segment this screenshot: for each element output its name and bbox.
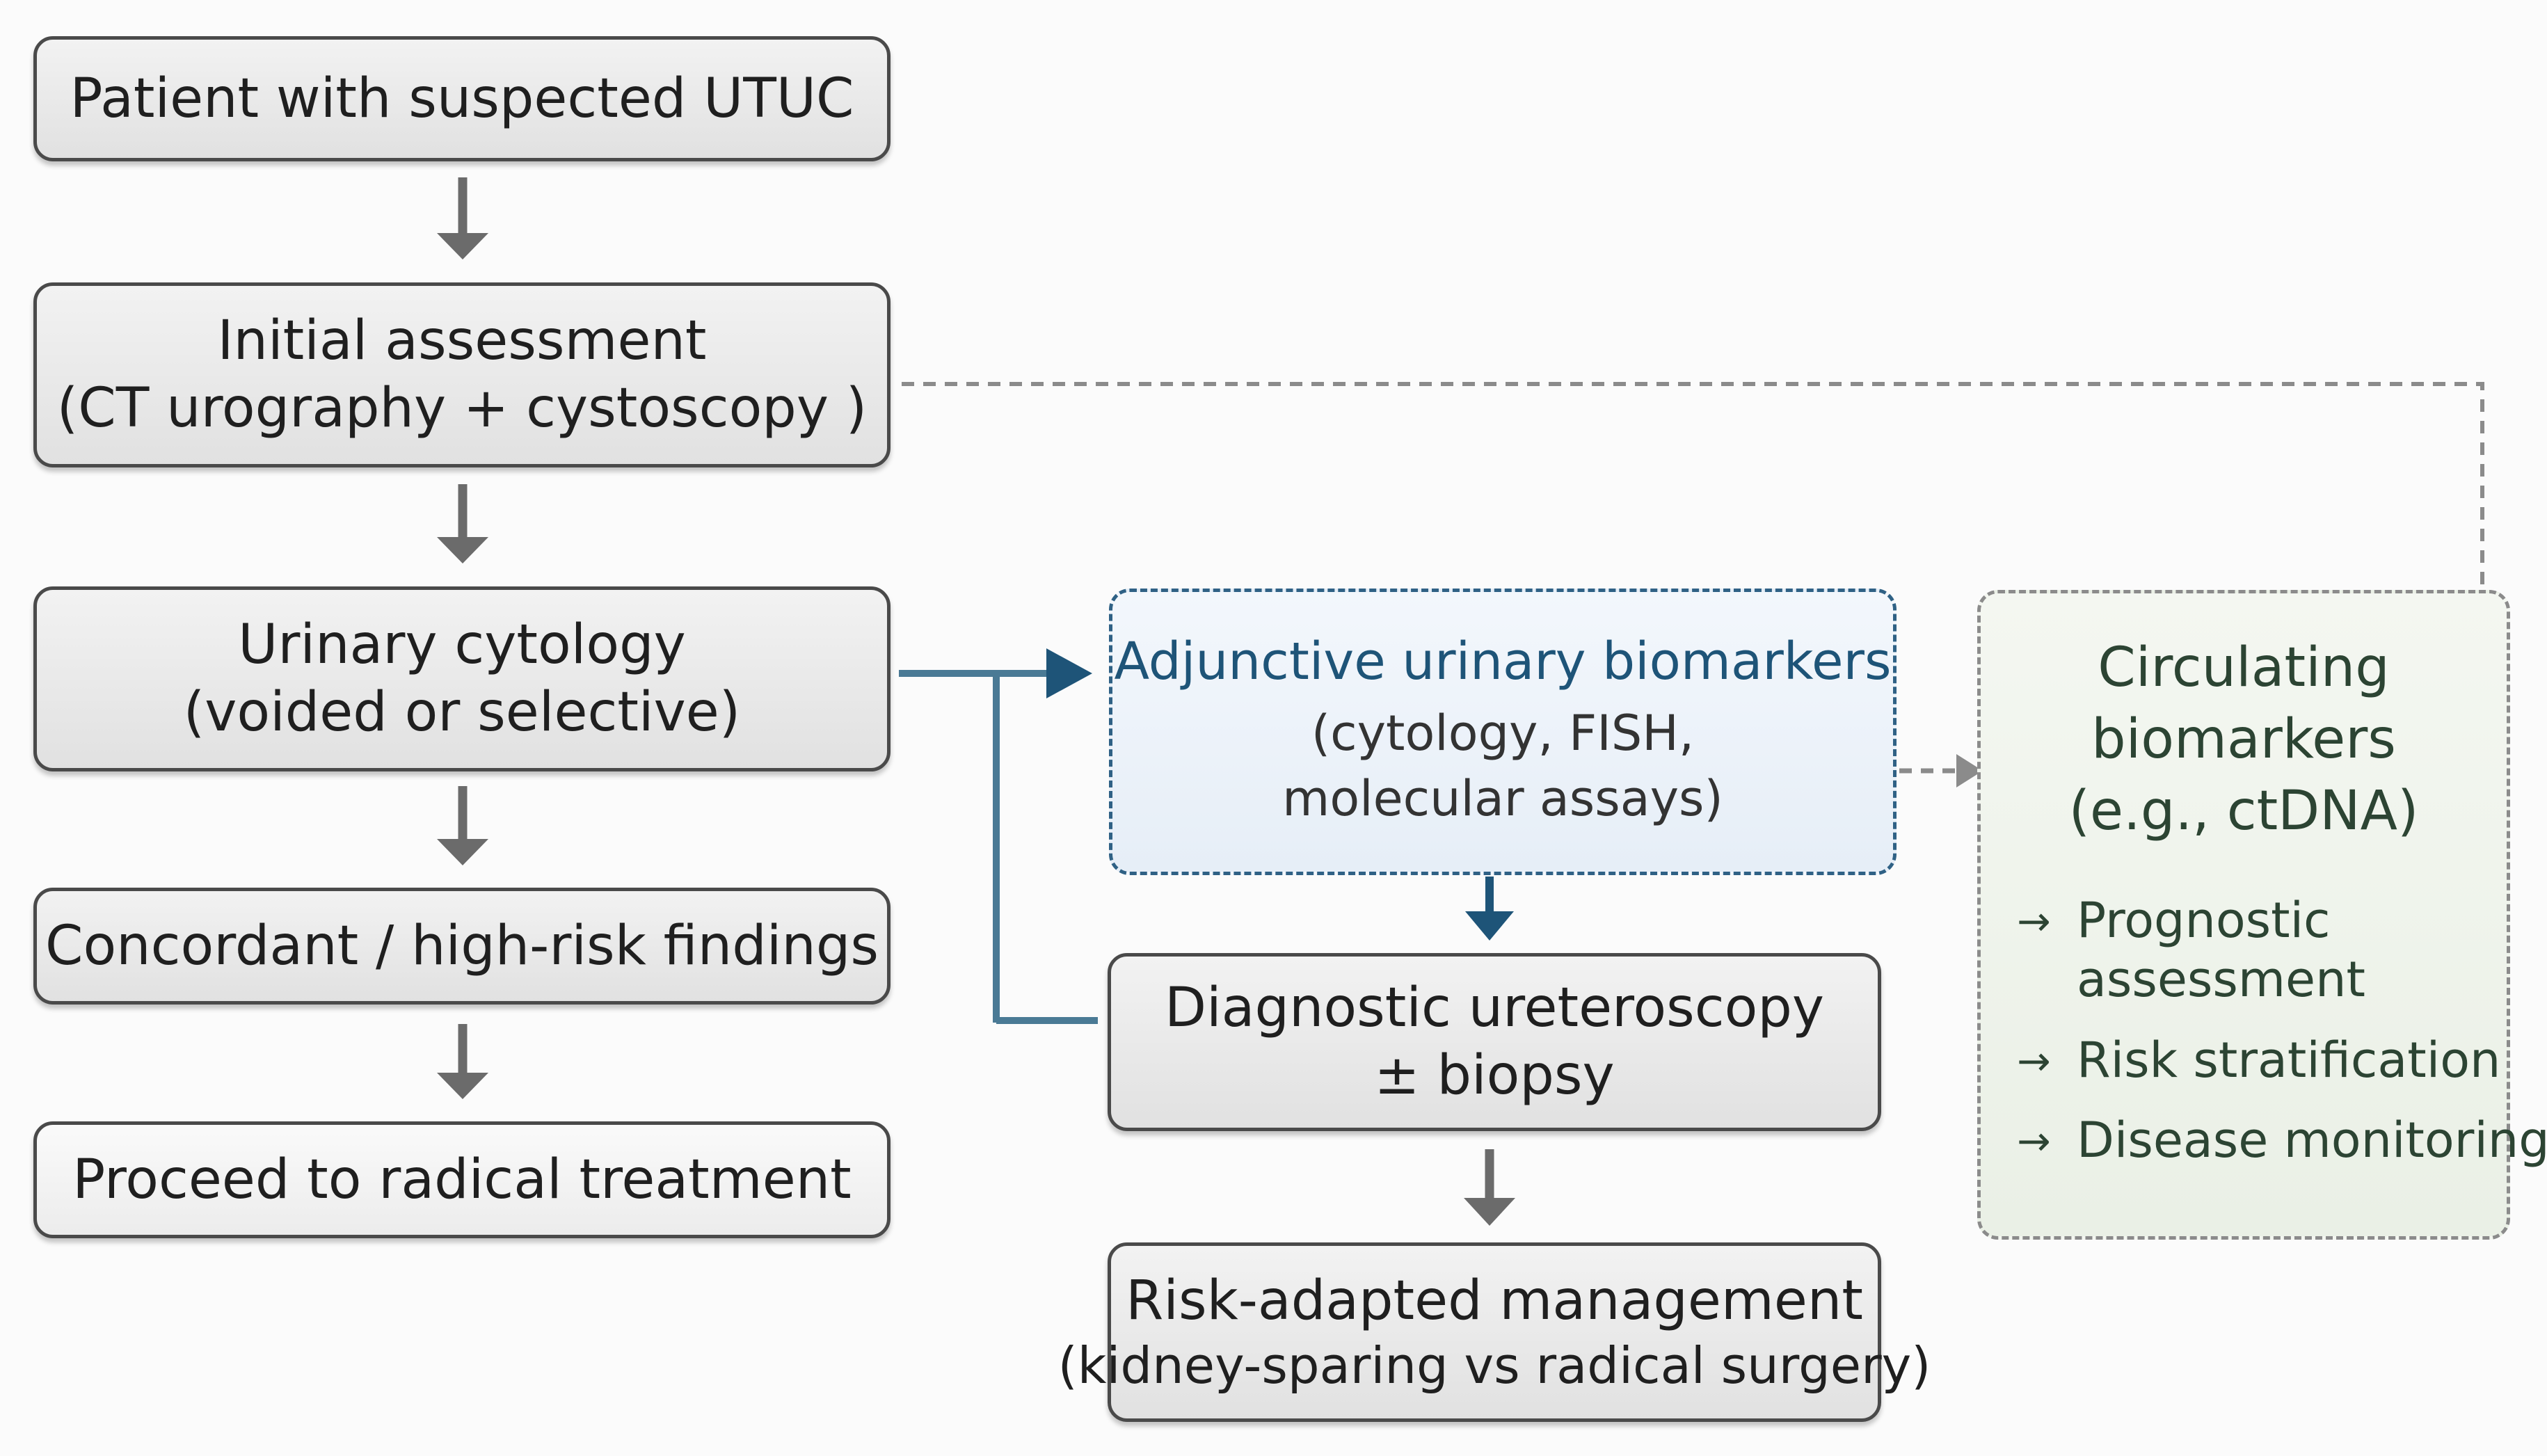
urinary-cytology-box: Urinary cytology (voided or selective): [33, 586, 891, 771]
arrow-concordant-to-radical: [437, 1024, 488, 1099]
arrow-initial-to-cytology: [437, 484, 488, 563]
arrow-patient-to-initial: [437, 177, 488, 259]
list-item-prognostic: → Prognostic assessment: [2017, 891, 2547, 1010]
list-item-risk-stratification: → Risk stratification: [2017, 1031, 2547, 1090]
adjunctive-biomarkers-title: Adjunctive urinary biomarkers: [1114, 632, 1892, 692]
initial-assessment-detail: (CT urography + cystoscopy ): [56, 377, 868, 440]
list-item-label: Prognostic assessment: [2077, 891, 2365, 1010]
initial-assessment-title: Initial assessment: [217, 310, 707, 373]
urinary-cytology-title: Urinary cytology: [238, 614, 686, 677]
list-item-label: Disease monitoring: [2077, 1112, 2547, 1169]
arrow-ureteroscopy-to-risk: [1464, 1149, 1515, 1226]
concordant-findings-box: Concordant / high-risk findings: [33, 888, 891, 1005]
right-arrow-icon: →: [2017, 897, 2051, 945]
diagnostic-ureteroscopy-box: Diagnostic ureteroscopy ± biopsy: [1108, 953, 1881, 1131]
adjunctive-biomarkers-box: Adjunctive urinary biomarkers (cytology,…: [1109, 589, 1897, 875]
adjunctive-biomarkers-line1: (cytology, FISH,: [1311, 705, 1695, 762]
circulating-title-line2: biomarkers: [2091, 707, 2396, 771]
circulating-biomarkers-box: Circulating biomarkers (e.g., ctDNA) → P…: [1977, 590, 2547, 1240]
connector-cytology-branch: [899, 648, 1098, 1024]
prognostic-line2: assessment: [2077, 951, 2365, 1009]
dashed-link-initial-to-circulating: [902, 382, 2484, 589]
radical-treatment-label: Proceed to radical treatment: [72, 1148, 852, 1211]
prognostic-line1: Prognostic: [2077, 892, 2331, 949]
list-item-disease-monitoring: → Disease monitoring: [2017, 1111, 2547, 1170]
arrow-cytology-to-concordant: [437, 786, 488, 865]
right-arrow-icon: →: [2017, 1037, 2051, 1085]
patient-label: Patient with suspected UTUC: [70, 67, 854, 130]
radical-treatment-box: Proceed to radical treatment: [33, 1121, 891, 1238]
list-item-label: Risk stratification: [2077, 1031, 2501, 1089]
diagnostic-ureteroscopy-detail: ± biopsy: [1374, 1044, 1615, 1107]
circulating-title-line3: (e.g., ctDNA): [2068, 779, 2419, 842]
risk-adapted-management-title: Risk-adapted management: [1126, 1270, 1863, 1332]
right-arrow-icon: →: [2017, 1117, 2051, 1165]
circulating-uses-list: → Prognostic assessment → Risk stratific…: [2017, 891, 2547, 1192]
circulating-biomarkers-title: Circulating biomarkers (e.g., ctDNA): [1981, 632, 2507, 847]
patient-box: Patient with suspected UTUC: [33, 36, 891, 161]
urinary-cytology-detail: (voided or selective): [183, 681, 741, 744]
diagnostic-ureteroscopy-title: Diagnostic ureteroscopy: [1164, 977, 1825, 1040]
adjunctive-biomarkers-line2: molecular assays): [1282, 770, 1723, 827]
dashed-arrow-adjunctive-to-circulating: [1899, 754, 1983, 787]
initial-assessment-box: Initial assessment (CT urography + cysto…: [33, 282, 891, 467]
concordant-findings-label: Concordant / high-risk findings: [45, 914, 879, 977]
risk-adapted-management-box: Risk-adapted management (kidney-sparing …: [1058, 1242, 1931, 1422]
risk-adapted-management-detail: (kidney-sparing vs radical surgery): [1057, 1336, 1931, 1395]
arrow-adjunctive-to-ureteroscopy: [1465, 877, 1514, 941]
circulating-title-line1: Circulating: [2098, 637, 2390, 699]
